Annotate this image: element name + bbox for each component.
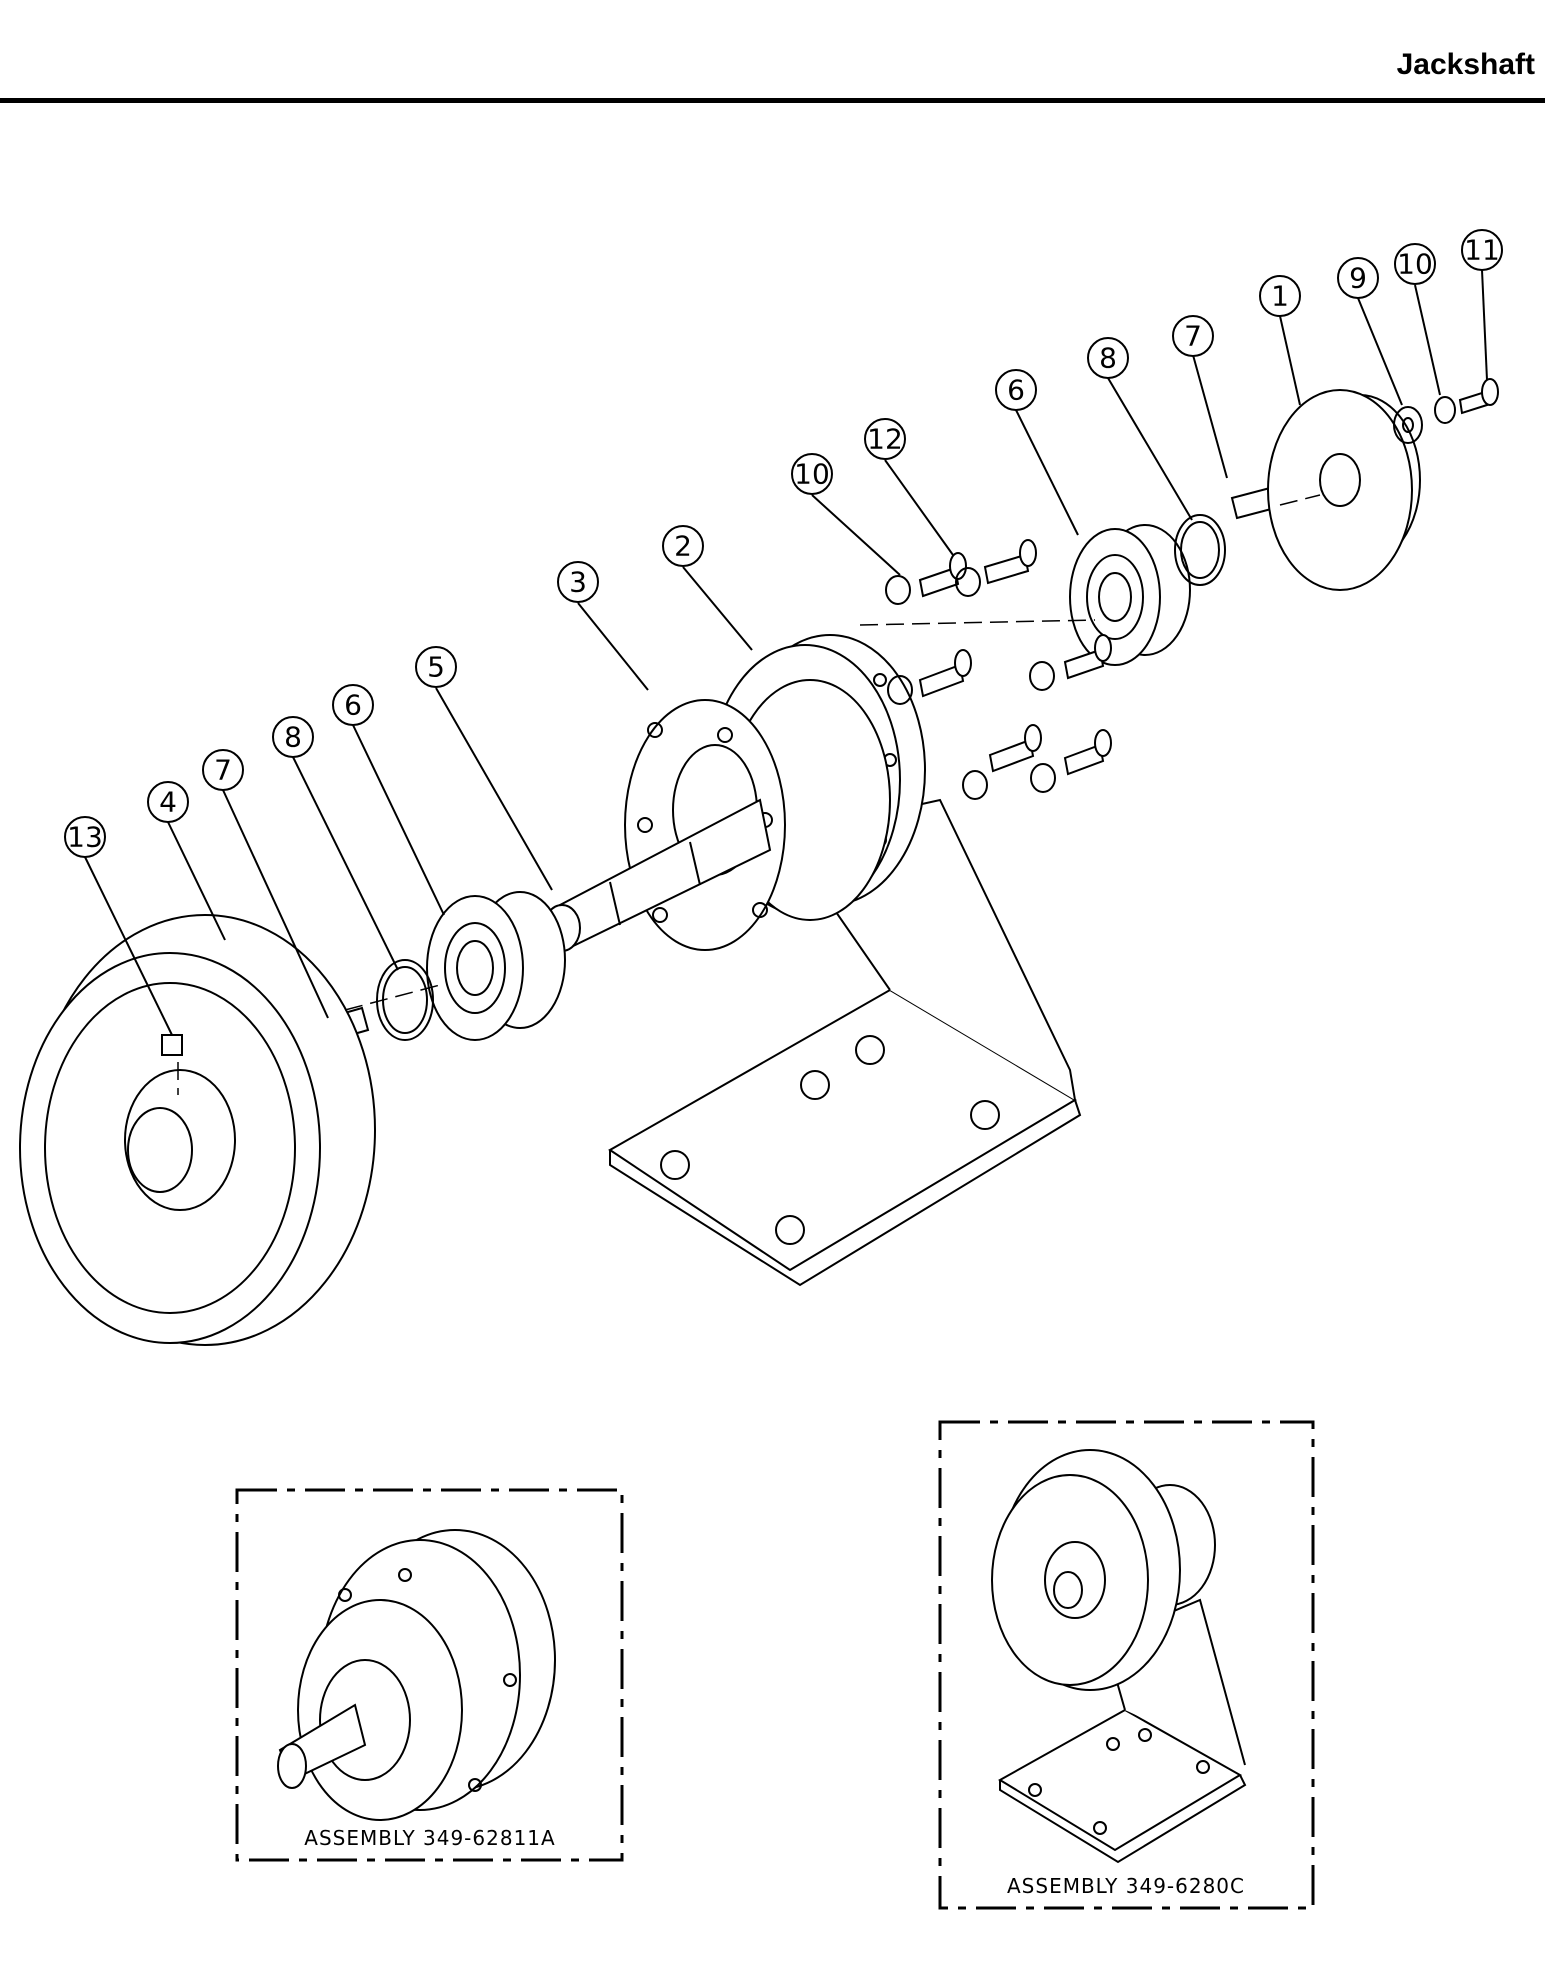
callout-11: 11 [1464,234,1500,267]
left-bearing [426,891,566,1041]
inset-assembly-1 [235,1488,624,1862]
callout-9: 9 [1349,262,1367,295]
callout-13: 13 [67,821,103,854]
callout-6-left: 6 [344,689,362,722]
callouts [64,229,1503,1036]
callout-8-left: 8 [284,721,302,754]
inset-caption-1: ASSEMBLY 349-62811A [304,1826,555,1850]
callout-12: 12 [867,423,903,456]
center-lines [177,494,1321,1095]
callout-10-top: 10 [1397,248,1433,281]
large-pulley [19,914,376,1346]
callout-1: 1 [1271,280,1289,313]
callout-10-mid: 10 [794,458,830,491]
callout-5: 5 [427,651,445,684]
page-title: Jackshaft [1396,48,1535,81]
callout-7-right: 7 [1184,320,1202,353]
callout-4: 4 [159,786,177,819]
flange-bolts [885,539,1112,800]
callout-8-right: 8 [1099,342,1117,375]
end-hardware [1393,378,1499,444]
right-snap-ring [1174,514,1226,586]
inset-caption-2: ASSEMBLY 349-6280C [1007,1874,1245,1898]
small-pulley [1267,389,1421,591]
callout-6-right: 6 [1007,374,1025,407]
callout-7-left: 7 [214,754,232,787]
callout-2: 2 [674,530,692,563]
callout-3: 3 [569,566,587,599]
right-bearing [1069,524,1191,666]
inset-assembly-2 [938,1420,1315,1910]
title-rule [0,98,1545,103]
